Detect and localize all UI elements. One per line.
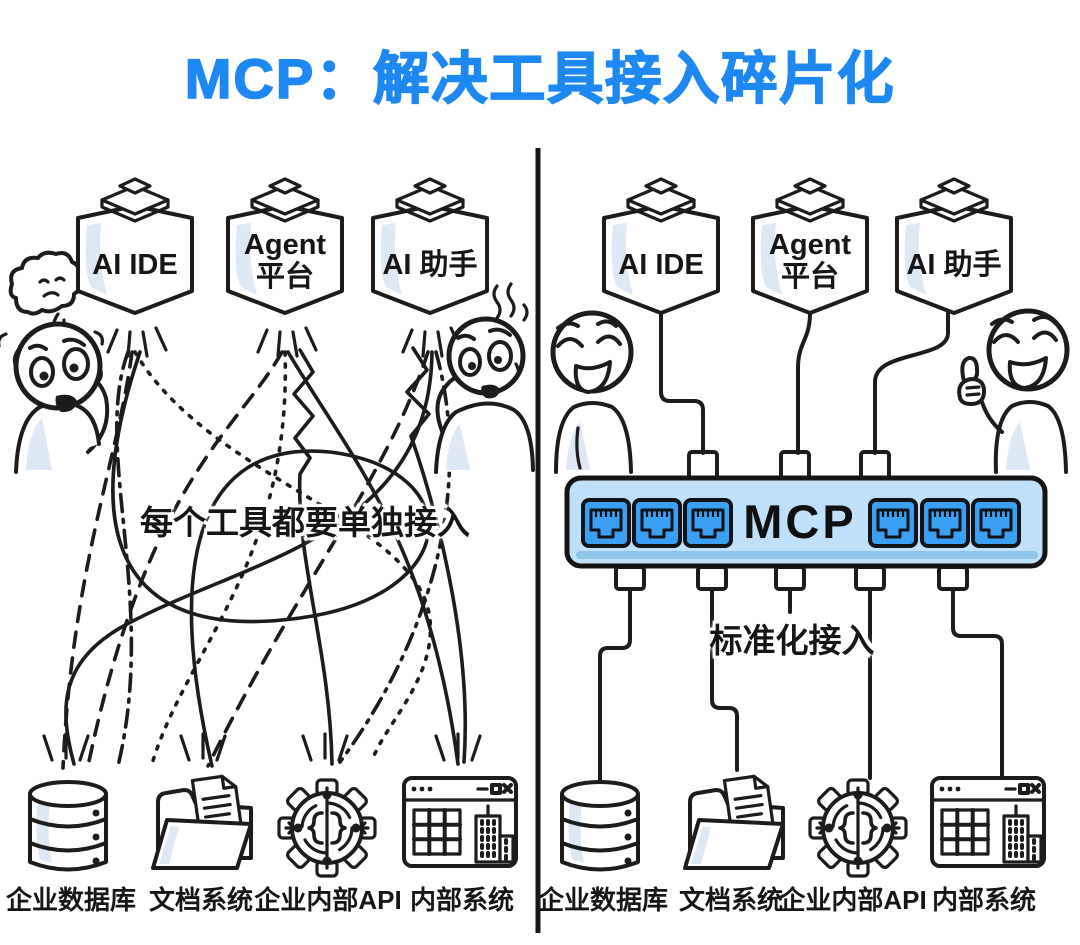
ethernet-port-icon: [581, 498, 631, 548]
hub-top-connector: [779, 450, 811, 481]
system-label-internal: 内部系统: [931, 885, 1037, 915]
happy-person-left: [550, 310, 634, 474]
system-label-internal: 内部系统: [409, 885, 515, 915]
document-folder-icon: [151, 772, 253, 870]
mcp-hub: [564, 450, 1048, 591]
ethernet-port-icon: [971, 498, 1021, 548]
hub-top-connector: [687, 450, 719, 481]
system-label-api: 企业内部API: [779, 885, 927, 915]
system-label-docs: 文档系统: [678, 885, 784, 915]
document-folder-icon: [683, 772, 785, 870]
system-label-database: 企业数据库: [537, 885, 669, 915]
api-gear-icon: [277, 778, 377, 878]
hub-bottom-connector: [854, 565, 886, 591]
standardized-connection-lines: [598, 309, 1004, 782]
steam-icon: [492, 282, 529, 322]
tool-label-ai-assistant: AI 助手: [382, 248, 478, 281]
system-label-docs: 文档系统: [148, 885, 254, 915]
hub-bottom-connector: [774, 565, 806, 591]
right-caption: 标准化接入: [709, 622, 875, 659]
tool-label-agent-platform: Agent 平台: [243, 228, 327, 293]
system-label-api: 企业内部API: [254, 885, 402, 915]
tool-label-ai-assistant: AI 助手: [906, 248, 1002, 281]
ethernet-port-icon: [920, 498, 970, 548]
stressed-person-right: [434, 282, 535, 474]
ethernet-port-icon: [632, 498, 682, 548]
hub-bottom-connector: [937, 565, 969, 591]
tangled-connection-lines: [61, 346, 468, 770]
stressed-person-left: [0, 250, 110, 474]
hub-top-connector: [859, 450, 891, 481]
hub-bottom-connector: [696, 565, 728, 591]
right-panel-art: [550, 177, 1070, 878]
tool-label-ai-ide: AI IDE: [92, 248, 178, 281]
database-icon: [560, 780, 640, 872]
left-panel-art: [0, 177, 535, 878]
connector-burst-marks: [42, 326, 482, 762]
hub-bottom-connector: [614, 565, 646, 591]
thumbs-up-icon: [957, 355, 987, 406]
system-label-database: 企业数据库: [5, 885, 137, 915]
api-gear-icon: [808, 778, 908, 878]
internal-system-window-icon: [402, 776, 518, 868]
internal-system-window-icon: [930, 776, 1046, 868]
happy-person-thumbs-up: [957, 308, 1070, 474]
thought-cloud-icon: [8, 250, 83, 336]
page-title: MCP：解决工具接入碎片化: [184, 46, 896, 111]
database-icon: [28, 780, 108, 872]
left-caption: 每个工具都要单独接入: [140, 504, 470, 541]
mcp-hub-label: MCP: [743, 495, 857, 548]
sweat-drops-icon: [0, 330, 104, 384]
tool-label-ai-ide: AI IDE: [618, 248, 704, 281]
tool-label-agent-platform: Agent 平台: [768, 228, 852, 293]
